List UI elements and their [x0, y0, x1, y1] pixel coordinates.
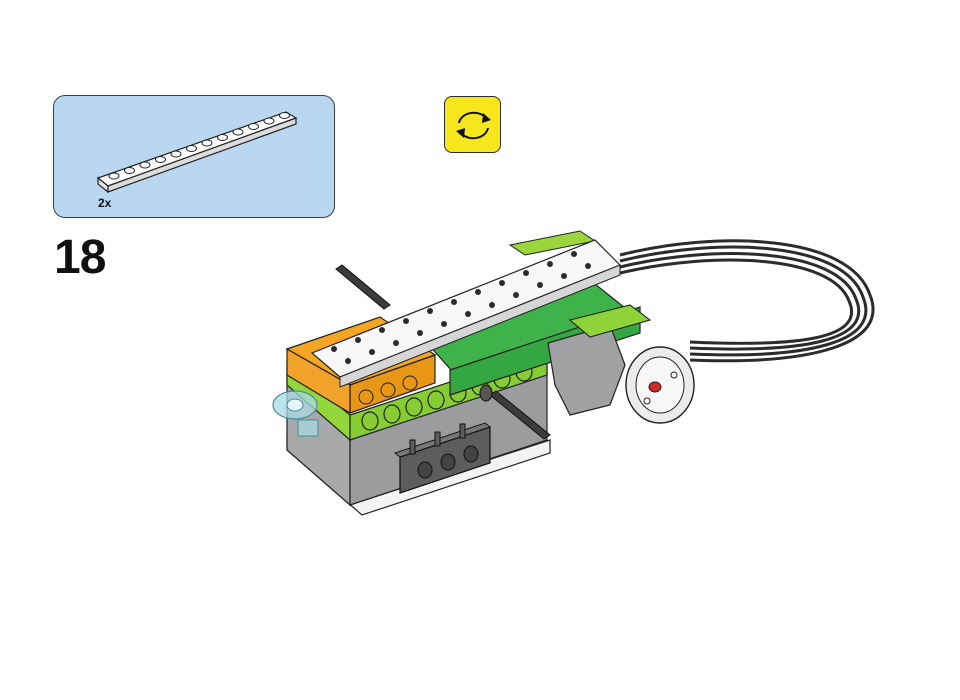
motor-cable: [619, 239, 875, 363]
rotate-model-badge: [444, 96, 501, 153]
step-number: 18: [54, 231, 106, 284]
part-quantity: 2x: [98, 196, 112, 210]
front-axle: [479, 384, 551, 440]
white-plates: [310, 239, 622, 388]
rotate-arrows-icon: [456, 111, 491, 140]
dark-technic-brick: [393, 422, 492, 494]
rear-axle: [335, 264, 391, 310]
model-assembly-render: [250, 225, 890, 550]
motor-with-pulley: [547, 304, 695, 424]
lego-plate-1x12-icon: [96, 111, 298, 194]
parts-callout: 2x: [53, 95, 335, 218]
transparent-connector: [272, 390, 319, 437]
